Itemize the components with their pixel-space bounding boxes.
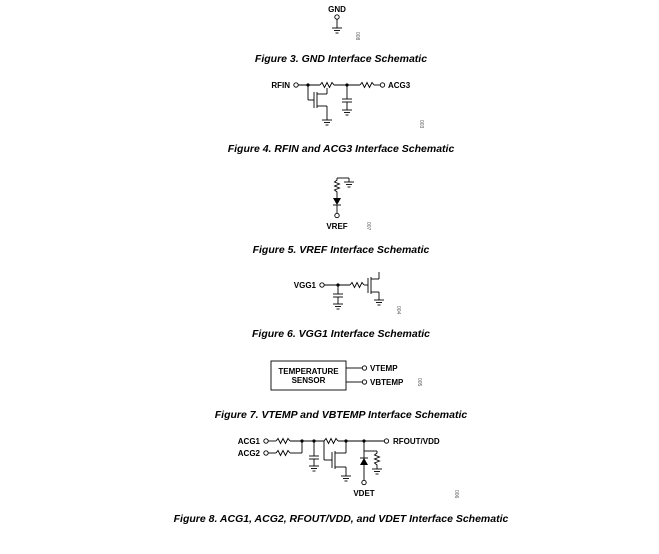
temperature-sensor-block <box>270 360 347 391</box>
acg2-label: ACG2 <box>238 449 261 458</box>
resistor <box>319 81 335 89</box>
vref-label: VREF <box>326 222 347 231</box>
resistor <box>373 451 381 469</box>
vdet-pin <box>361 479 367 486</box>
gnd-label: GND <box>328 5 346 14</box>
figure-6-caption: Figure 6. VGG1 Interface Schematic <box>252 328 430 340</box>
rfin-pin <box>293 82 299 88</box>
acg1-pin <box>263 438 269 444</box>
resistor <box>349 281 365 289</box>
acg1-label: ACG1 <box>238 437 261 446</box>
figure-6-vgg1: VGG1 004 Figure 6. VGG1 Interface Schema… <box>252 272 430 340</box>
acg3-pin <box>379 82 386 88</box>
diode <box>333 198 341 205</box>
vdet-label: VDET <box>353 489 374 498</box>
vgg1-label: VGG1 <box>294 281 317 290</box>
vref-pin <box>334 212 340 219</box>
vgg1-pin <box>319 282 325 288</box>
figure-8-acg-rfout-vdet: ACG1 RFOUT/VDD ACG2 <box>174 437 509 525</box>
figure-3-code: 008 <box>354 32 360 41</box>
resistor <box>275 449 291 457</box>
figure-7-caption: Figure 7. VTEMP and VBTEMP Interface Sch… <box>215 409 468 421</box>
block-line-2: SENSOR <box>292 376 326 385</box>
block-line-1: TEMPERATURE <box>278 367 339 376</box>
figure-8-caption: Figure 8. ACG1, ACG2, RFOUT/VDD, and VDE… <box>174 513 509 525</box>
vtemp-pin <box>361 365 368 371</box>
figure-5-code: 007 <box>365 222 371 231</box>
figure-4-rfin-acg3: RFIN ACG3 003 Figure 4. RFIN <box>228 81 455 155</box>
figure-3-gnd: GND 008 Figure 3. GND Interface Schemati… <box>255 5 427 65</box>
acg2-pin <box>263 450 269 456</box>
figure-4-caption: Figure 4. RFIN and ACG3 Interface Schema… <box>228 143 455 155</box>
vbtemp-pin <box>361 379 368 385</box>
gnd-pin <box>334 14 340 20</box>
figure-3-caption: Figure 3. GND Interface Schematic <box>255 53 427 65</box>
rfin-label: RFIN <box>271 81 290 90</box>
resistor <box>359 81 375 89</box>
figure-5-vref: VREF 007 Figure 5. VREF Interface Schema… <box>253 177 430 256</box>
ground-symbol <box>332 27 342 34</box>
resistor <box>333 178 341 198</box>
vbtemp-label: VBTEMP <box>370 378 404 387</box>
figure-6-code: 004 <box>395 306 401 315</box>
rfout-pin <box>383 438 390 444</box>
figure-4-code: 003 <box>418 120 424 129</box>
rfout-label: RFOUT/VDD <box>393 437 440 446</box>
resistor <box>323 437 339 445</box>
figure-5-caption: Figure 5. VREF Interface Schematic <box>253 244 430 256</box>
figure-8-code: 006 <box>453 490 459 499</box>
figure-7-vtemp-vbtemp: TEMPERATURE SENSOR VTEMP VBTEMP 005 Figu… <box>215 360 468 421</box>
figure-7-code: 005 <box>416 378 422 387</box>
resistor <box>275 437 291 445</box>
vtemp-label: VTEMP <box>370 364 398 373</box>
acg3-label: ACG3 <box>388 81 411 90</box>
